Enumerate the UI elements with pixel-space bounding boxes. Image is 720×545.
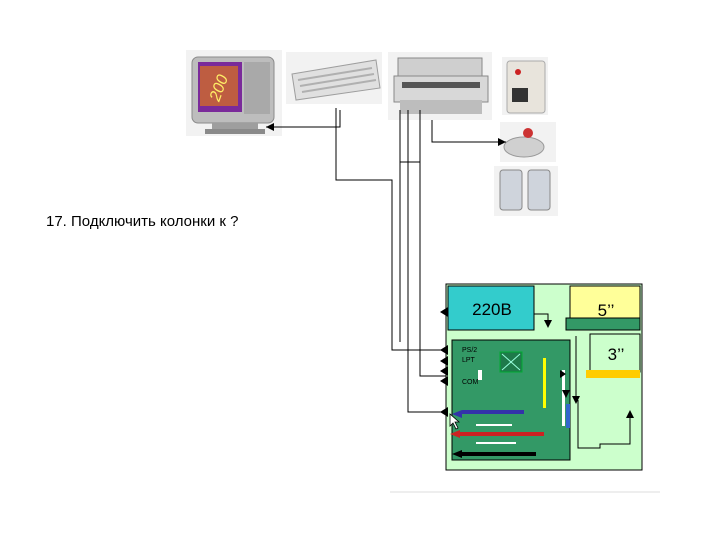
question-text: 17. Подключить колонки к ? xyxy=(46,213,239,230)
mouse-icon xyxy=(500,122,556,162)
power-supply-label: 220В xyxy=(472,300,512,319)
drive-5-label: 5’’ xyxy=(598,301,615,320)
speakers-icon xyxy=(494,166,558,216)
monitor-icon: 200 xyxy=(186,50,282,136)
ups-icon xyxy=(502,57,548,115)
card-red xyxy=(460,432,544,436)
cursor-arrow-icon xyxy=(449,413,461,430)
system-unit: 220В 5’’ 3’’ PS/2 LPT COM xyxy=(440,283,643,471)
port-arrows xyxy=(440,307,462,458)
port-com-label: COM xyxy=(462,379,479,386)
drive-bay-3 xyxy=(589,333,641,373)
drive-3-label: 3’’ xyxy=(608,345,625,364)
card-blue xyxy=(462,410,524,414)
port-lpt-label: LPT xyxy=(462,357,476,364)
cables xyxy=(266,108,506,413)
keyboard-icon xyxy=(286,52,382,104)
printer-icon xyxy=(388,52,492,120)
port-ps2-label: PS/2 xyxy=(462,347,477,354)
